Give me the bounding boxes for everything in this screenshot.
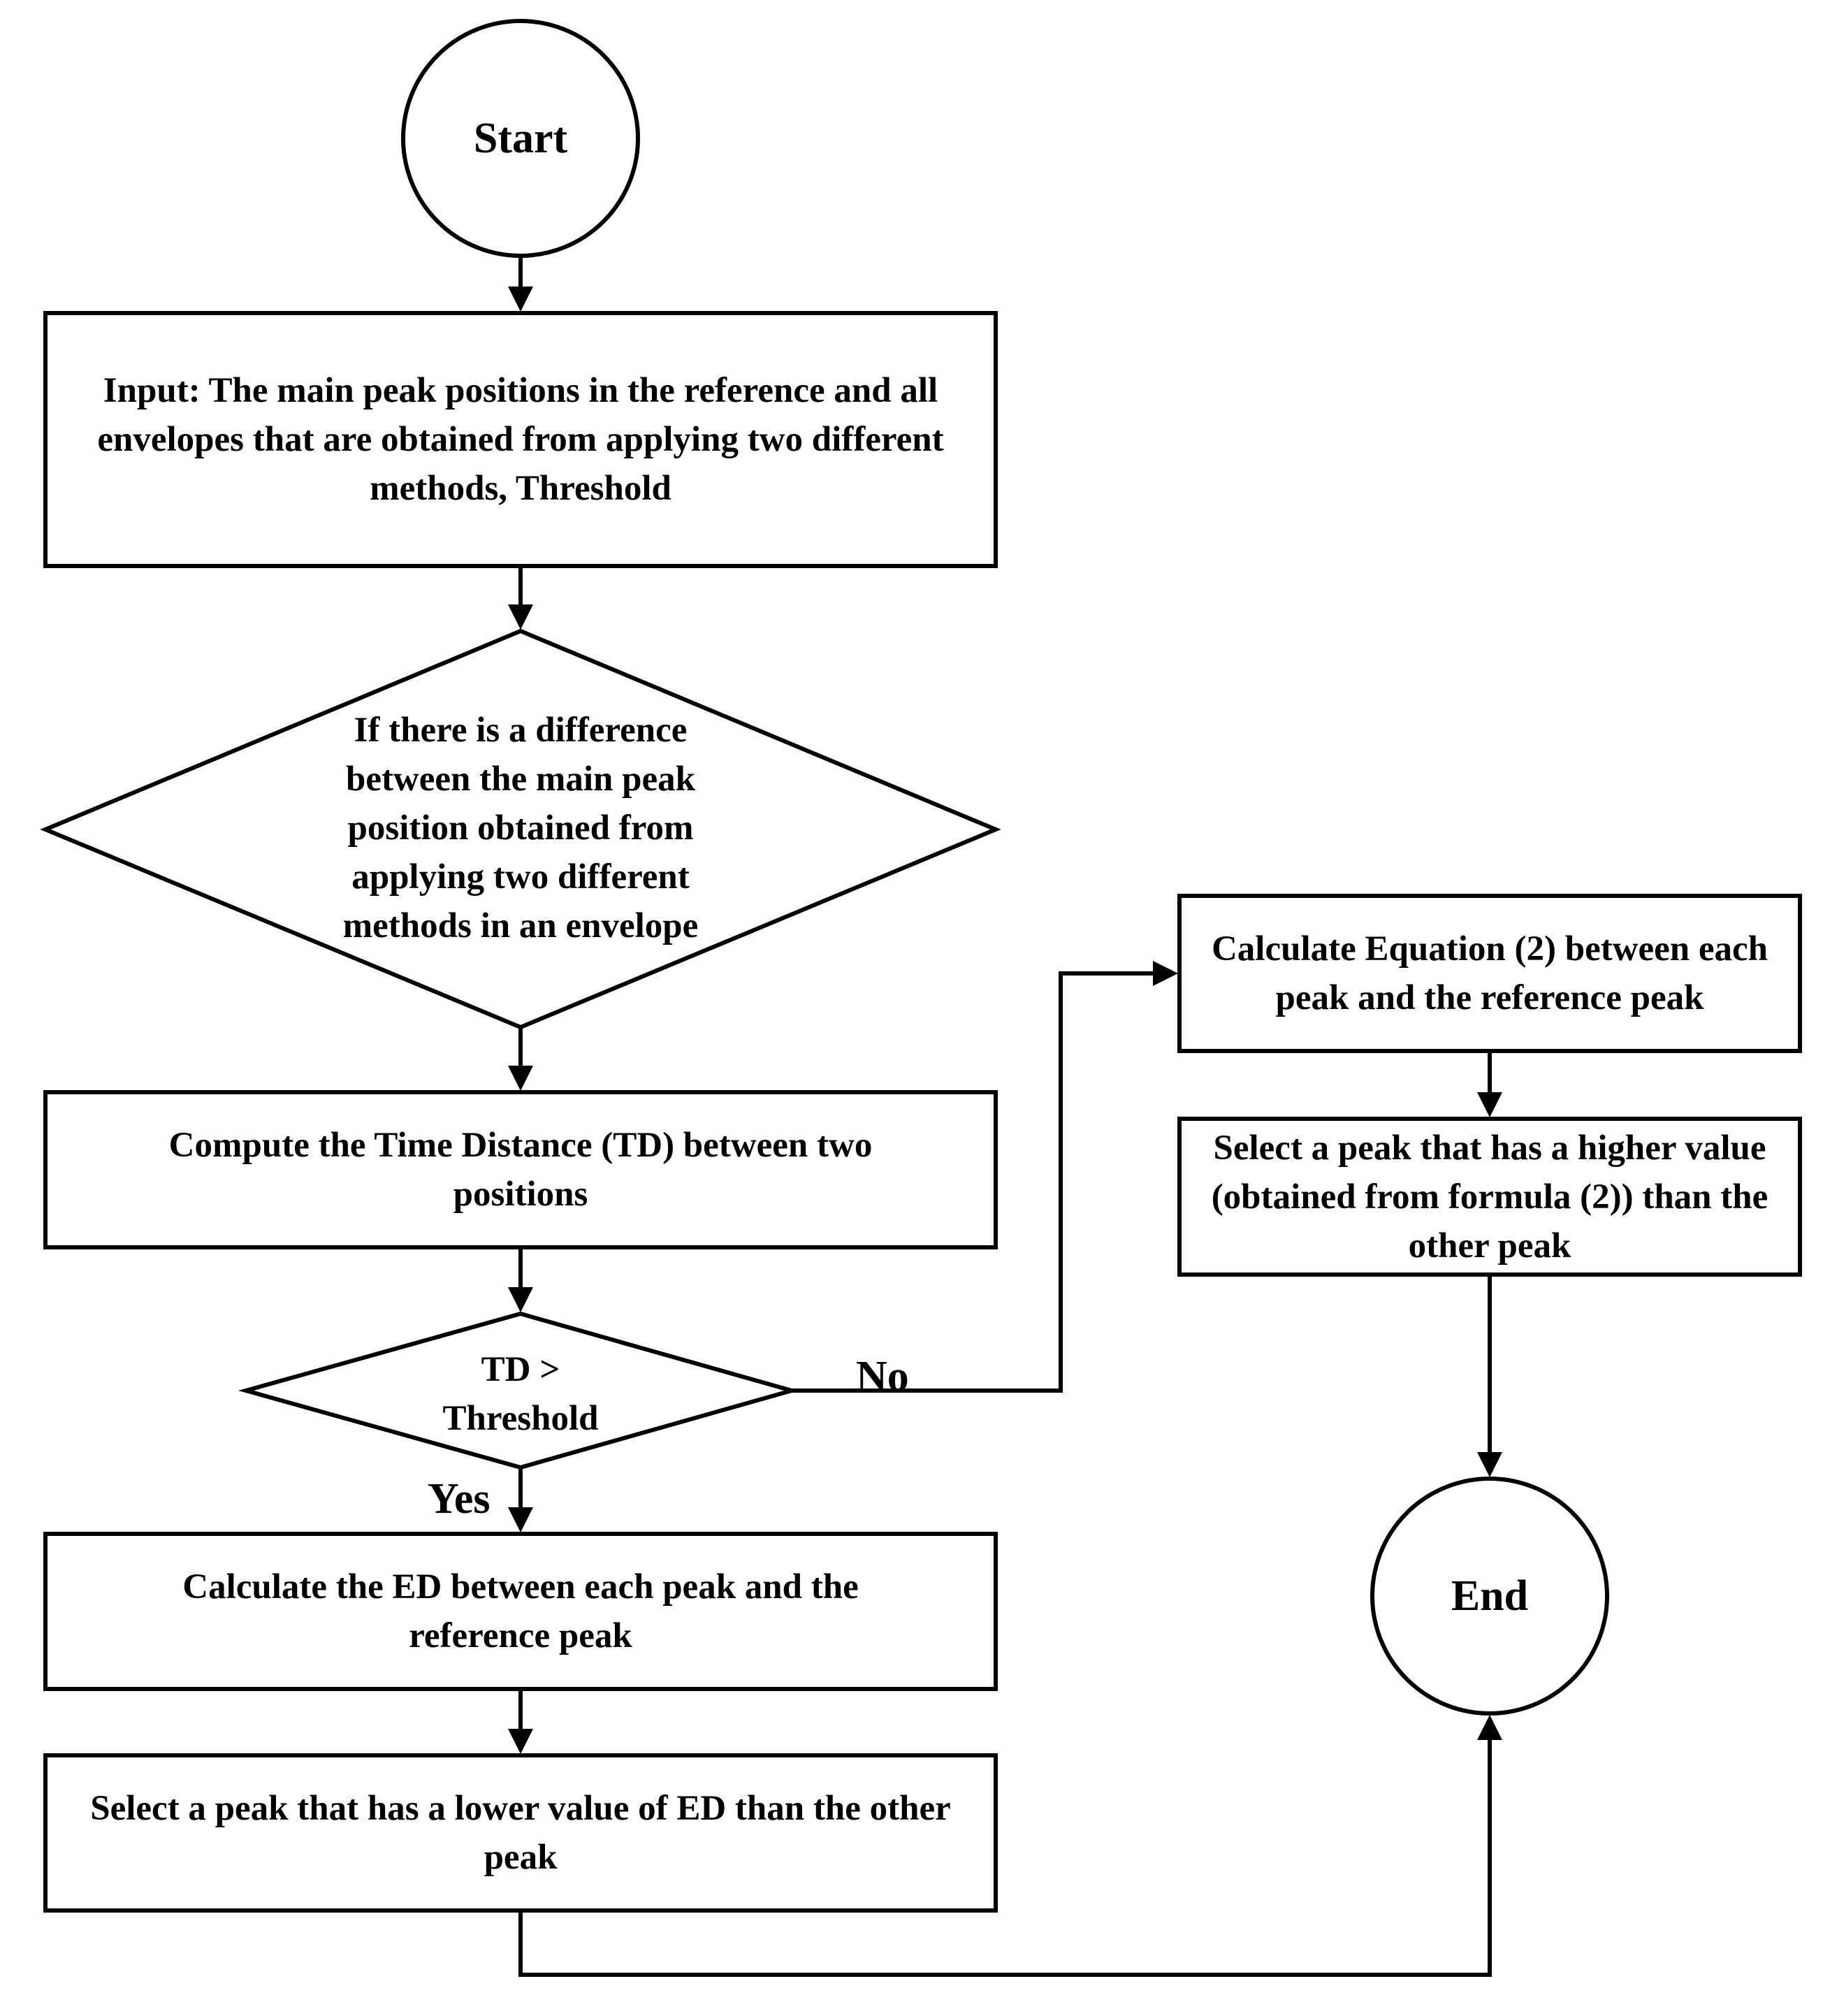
decision-threshold-label: TD > Threshold xyxy=(442,1350,599,1438)
calc-eq2-label: Calculate Equation (2) between each peak… xyxy=(1211,929,1768,1017)
yes-edge-label: Yes xyxy=(428,1475,491,1523)
calc-ed-label: Calculate the ED between each peak and t… xyxy=(182,1567,859,1655)
select-lower-label: Select a peak that has a lower value of … xyxy=(90,1789,951,1877)
start-label: Start xyxy=(473,115,568,162)
compute-td-label: Compute the Time Distance (TD) between t… xyxy=(168,1126,873,1214)
select-higher-label: Select a peak that has a higher value (o… xyxy=(1211,1128,1768,1266)
decision-difference-label: If there is a difference between the mai… xyxy=(342,711,699,945)
input-label: Input: The main peak positions in the re… xyxy=(97,371,944,508)
no-edge-label: No xyxy=(856,1353,909,1400)
arrow-select-lower-to-end xyxy=(518,1715,1502,1977)
end-node-shape xyxy=(1370,1477,1609,1716)
arrow-threshold-no xyxy=(792,961,1178,1393)
end-label: End xyxy=(1451,1572,1529,1620)
